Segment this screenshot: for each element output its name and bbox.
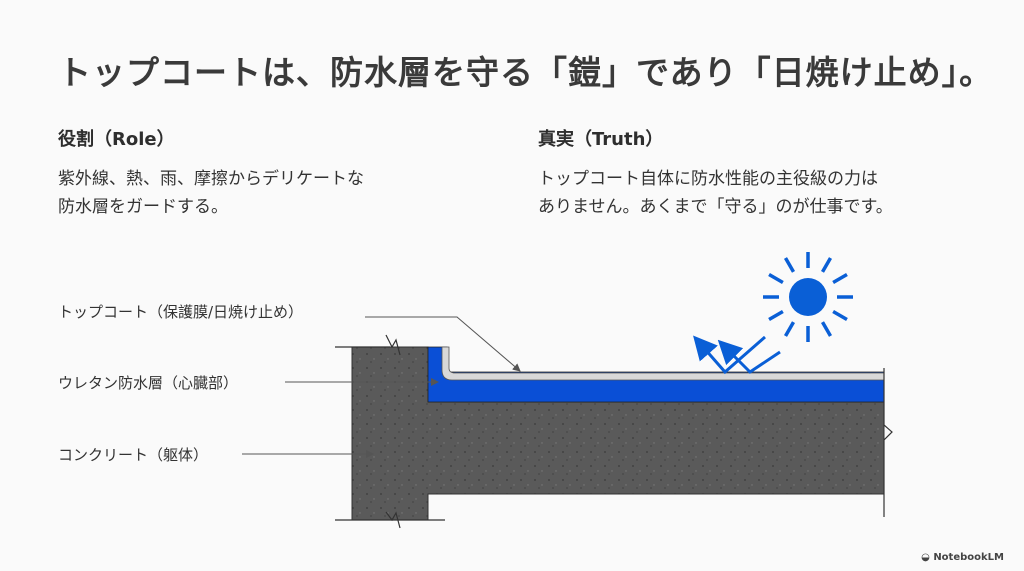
sun-ray	[783, 257, 796, 273]
sun-icon	[763, 252, 853, 342]
role-line: 紫外線、熱、雨、摩擦からデリケートな	[58, 169, 364, 189]
reflection-arrows-icon	[693, 335, 781, 375]
sun-ray	[832, 272, 848, 285]
page-title: トップコートは、防水層を守る「鎧」であり「日焼け止め」。	[58, 53, 994, 92]
sun-ray	[783, 321, 796, 337]
sun-ray	[820, 257, 833, 273]
role-heading: 役割（Role）	[58, 129, 175, 150]
sun-ray	[768, 309, 784, 322]
truth-heading: 真実（Truth）	[538, 129, 664, 150]
sun-ray	[832, 309, 848, 322]
label-urethane: ウレタン防水層（心臓部）	[58, 374, 239, 392]
brand-logo: ◒ NotebookLM	[921, 552, 1004, 563]
leader-lines	[242, 316, 521, 458]
truth-line: トップコート自体に防水性能の主役級の力は	[538, 169, 878, 189]
notebook-icon: ◒	[921, 552, 934, 563]
topcoat-layer	[441, 346, 885, 381]
role-line: 防水層をガードする。	[58, 197, 228, 217]
sun-ray	[768, 272, 784, 285]
truth-text: トップコート自体に防水性能の主役級の力は ありません。あくまで「守る」のが仕事で…	[538, 165, 893, 221]
truth-line: ありません。あくまで「守る」のが仕事です。	[538, 197, 893, 217]
break-lines	[335, 334, 893, 529]
sun-ray	[820, 321, 833, 337]
label-topcoat: トップコート（保護膜/日焼け止め）	[58, 303, 304, 321]
label-concrete: コンクリート（躯体）	[58, 446, 209, 464]
role-text: 紫外線、熱、雨、摩擦からデリケートな 防水層をガードする。	[58, 165, 364, 221]
brand-text: NotebookLM	[933, 552, 1004, 563]
